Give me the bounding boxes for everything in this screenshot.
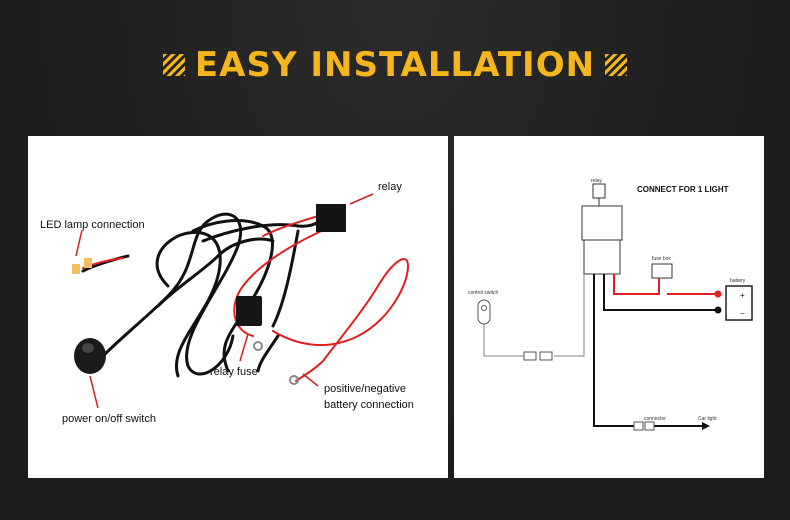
schematic-relay-base xyxy=(583,239,621,275)
ring-terminal-1 xyxy=(253,341,263,351)
label-battery: battery xyxy=(730,278,746,284)
label-battery-connection: battery connection xyxy=(324,399,414,411)
page-header: EASY INSTALLATION xyxy=(0,40,790,90)
wiring-harness-photo: relay LED lamp connection relay fuse pos… xyxy=(28,136,448,478)
switch-arrow xyxy=(89,375,99,409)
label-fuse-box: fuse box xyxy=(652,256,671,262)
battery-arrow xyxy=(302,373,319,387)
schematic-relay-body xyxy=(581,205,623,241)
red-wire-relay-fuse xyxy=(613,274,660,295)
wiring-schematic: CONNECT FOR 1 LIGHT relay fuse box batte… xyxy=(454,136,764,478)
fuse-arrow xyxy=(239,333,249,362)
power-switch-button xyxy=(82,343,94,353)
label-relay: relay xyxy=(378,181,402,193)
label-led-lamp-connection: LED lamp connection xyxy=(40,219,145,231)
schematic-drawing: CONNECT FOR 1 LIGHT relay fuse box batte… xyxy=(468,178,753,431)
black-cable-coil-3 xyxy=(191,219,274,373)
schematic-fuse-box xyxy=(651,263,673,279)
terminal-positive xyxy=(714,290,722,298)
page-title: EASY INSTALLATION xyxy=(194,45,596,85)
led-connector-1 xyxy=(72,264,80,274)
switch-button-icon xyxy=(481,305,487,311)
red-wire-relay xyxy=(262,215,319,237)
schematic-control-switch xyxy=(477,299,491,325)
label-relay-fuse: relay fuse xyxy=(210,366,258,378)
hatch-left-icon xyxy=(162,54,185,76)
power-switch-body xyxy=(74,338,106,374)
black-wire-ground xyxy=(603,274,716,311)
grey-wire-switch xyxy=(483,324,524,357)
switch-connector-female xyxy=(539,351,553,361)
light-connector-male xyxy=(633,421,644,431)
ring-terminal-2 xyxy=(289,375,299,385)
switch-connector-male xyxy=(523,351,537,361)
label-car-light: Car light xyxy=(698,416,717,422)
black-cable-terminal xyxy=(256,334,280,373)
relay-box xyxy=(316,204,346,232)
fuse-holder xyxy=(236,296,262,326)
label-schematic-relay: relay xyxy=(591,178,602,184)
black-cable-coil-4 xyxy=(156,237,275,308)
label-connector: connector xyxy=(644,416,666,422)
schematic-relay-tab xyxy=(592,183,606,199)
relay-arrow xyxy=(349,193,374,205)
light-connector-female xyxy=(644,421,655,431)
grey-wire-relay xyxy=(554,274,585,357)
battery-minus: − xyxy=(740,309,745,318)
car-light-plug-icon xyxy=(702,422,710,430)
terminal-negative xyxy=(714,306,722,314)
label-positive-negative: positive/negative xyxy=(324,383,406,395)
label-power-switch: power on/off switch xyxy=(62,413,156,425)
led-arrow xyxy=(75,229,83,257)
red-wire-battery xyxy=(272,258,410,382)
harness-illustration: relay LED lamp connection relay fuse pos… xyxy=(40,181,414,425)
label-control-switch: control switch xyxy=(468,290,499,296)
battery-plus: + xyxy=(740,291,745,300)
schematic-title: CONNECT FOR 1 LIGHT xyxy=(637,185,729,194)
led-connector-2 xyxy=(84,258,92,268)
black-wire-to-light xyxy=(593,274,634,427)
black-cable-coil-2 xyxy=(155,230,222,378)
hatch-right-icon xyxy=(605,54,628,76)
schematic-battery xyxy=(725,285,753,321)
